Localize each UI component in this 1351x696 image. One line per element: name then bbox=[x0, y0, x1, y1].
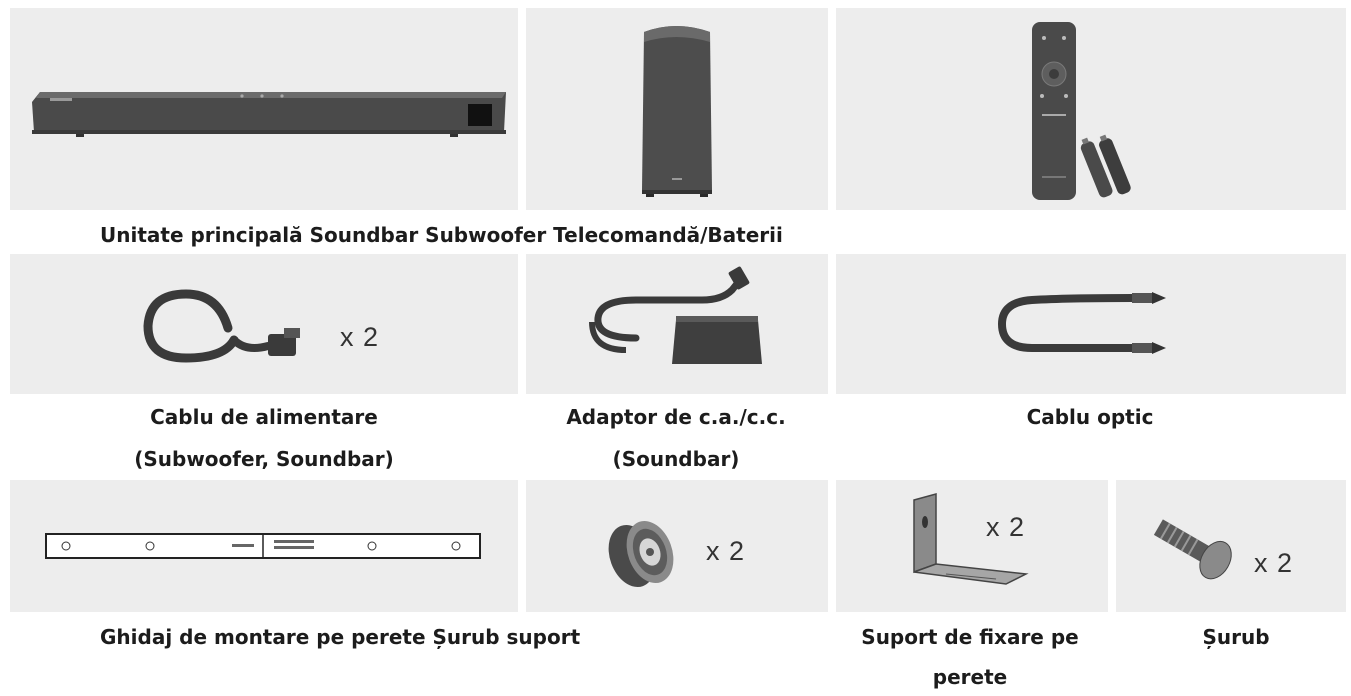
wall-mount-guide-panel bbox=[10, 480, 518, 612]
battery-icon bbox=[1080, 134, 1131, 198]
power-cable-panel: x 2 bbox=[10, 254, 518, 394]
power-cable-icon bbox=[143, 289, 300, 363]
power-cable-qty: x 2 bbox=[340, 322, 380, 352]
wall-bracket-icon bbox=[913, 493, 1029, 585]
remote-panel bbox=[836, 8, 1346, 210]
power-cable-caption-line1: Cablu de alimentare bbox=[150, 405, 378, 429]
subwoofer-icon bbox=[642, 26, 712, 197]
row3-caption: Ghidaj de montare pe perete Șurub suport bbox=[100, 625, 581, 649]
adapter-caption-line2: (Soundbar) bbox=[612, 447, 740, 471]
holder-screw-qty: x 2 bbox=[706, 536, 746, 566]
wall-bracket-caption-line1: Suport de fixare pe bbox=[861, 625, 1079, 649]
adapter-caption-line1: Adaptor de c.a./c.c. bbox=[566, 405, 786, 429]
screw-icon bbox=[1153, 519, 1232, 580]
optical-cable-caption: Cablu optic bbox=[1026, 405, 1154, 429]
holder-screw-icon bbox=[608, 521, 674, 587]
optical-cable-panel bbox=[836, 254, 1346, 394]
screw-qty: x 2 bbox=[1254, 548, 1294, 578]
wall-bracket-panel: x 2 bbox=[836, 480, 1108, 612]
power-cable-caption-line2: (Subwoofer, Soundbar) bbox=[134, 447, 394, 471]
screw-caption: Șurub bbox=[1202, 625, 1270, 649]
row1-caption: Unitate principală Soundbar Subwoofer Te… bbox=[100, 223, 783, 247]
soundbar-icon bbox=[32, 92, 506, 137]
holder-screw-panel: x 2 bbox=[526, 480, 828, 612]
ac-dc-adapter-icon bbox=[589, 266, 762, 364]
subwoofer-panel bbox=[526, 8, 828, 210]
wall-mount-guide-icon bbox=[45, 533, 481, 559]
remote-control-icon bbox=[1032, 22, 1076, 200]
wall-bracket-qty: x 2 bbox=[986, 512, 1026, 542]
wall-bracket-caption-line2: perete bbox=[932, 665, 1008, 689]
adapter-panel bbox=[526, 254, 828, 394]
optical-cable-icon bbox=[997, 292, 1166, 354]
screw-panel: x 2 bbox=[1116, 480, 1346, 612]
soundbar-panel bbox=[10, 8, 518, 210]
